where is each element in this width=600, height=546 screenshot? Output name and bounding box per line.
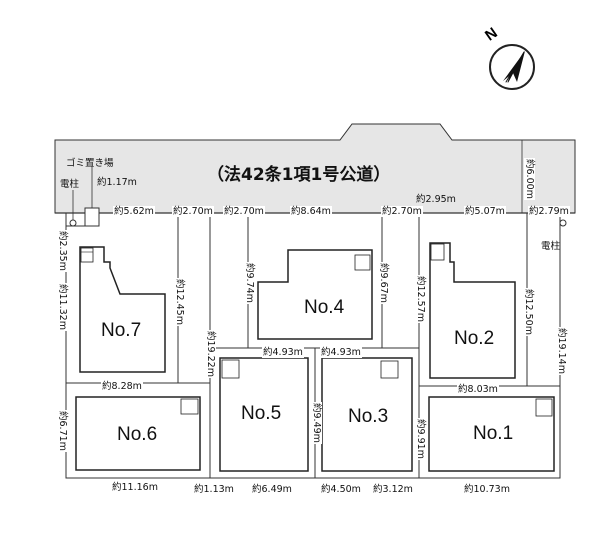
lot-5-name: No.5 xyxy=(241,403,282,424)
no4-bottom-right-dim: 約4.93m xyxy=(320,347,362,358)
front-dim-6: 約2.95m xyxy=(416,194,456,205)
road-label: （法42条1項1号公道） xyxy=(207,165,391,185)
no2-left-dim: 約12.57m xyxy=(415,275,426,323)
mid-vertical-dim: 約9.49m xyxy=(311,402,322,444)
lot-1-stair xyxy=(535,398,553,417)
no4-right-dim: 約9.67m xyxy=(378,262,389,304)
lot-6-stair xyxy=(180,398,199,415)
lot-6-building xyxy=(75,396,201,471)
no1-left-dim: 約9.91m xyxy=(415,418,426,460)
lot-1-building xyxy=(428,396,555,472)
front-dim-1: 約5.62m xyxy=(113,206,155,217)
pole-right-marker xyxy=(559,219,567,227)
no2-right-dim: 約12.50m xyxy=(523,288,534,336)
lot-6-name: No.6 xyxy=(117,424,158,445)
left-mid-dim: 約11.32m xyxy=(57,283,68,331)
bottom-dim-no6: 約11.16m xyxy=(112,482,158,493)
no7-right-dim: 約12.45m xyxy=(174,278,185,326)
left-top-dim: 約2.35m xyxy=(57,230,68,272)
passage-left-dim: 約19.22m xyxy=(205,330,216,378)
bottom-dim-no3a: 約4.50m xyxy=(321,484,361,495)
no7-bottom-dim: 約8.28m xyxy=(101,381,143,392)
lot-5-stair xyxy=(221,359,240,379)
lot-3-stair xyxy=(380,360,399,379)
garbage-area xyxy=(84,207,100,227)
bottom-dim-passage: 約1.13m xyxy=(194,484,234,495)
pole-left-marker xyxy=(69,219,77,227)
bottom-dim-no5: 約6.49m xyxy=(252,484,292,495)
left-bot-dim: 約6.71m xyxy=(57,410,68,452)
pole-left-label: 電柱 xyxy=(60,179,80,190)
lot-1-name: No.1 xyxy=(473,423,514,444)
pole-right-label: 電柱 xyxy=(541,241,561,252)
bottom-dim-no3b: 約3.12m xyxy=(373,484,413,495)
front-dim-2: 約2.70m xyxy=(172,206,214,217)
lot-2-stair xyxy=(430,243,445,261)
lot-2-name: No.2 xyxy=(454,328,495,349)
lot-4-stair xyxy=(354,254,371,271)
lot-4-building xyxy=(257,249,373,340)
bottom-dim-no1: 約10.73m xyxy=(464,484,510,495)
garbage-label: ゴミ置き場 xyxy=(66,158,114,169)
no4-bottom-left-dim: 約4.93m xyxy=(262,347,304,358)
no4-left-dim: 約9.74m xyxy=(244,262,255,304)
front-dim-3: 約2.70m xyxy=(223,206,265,217)
road-width-dim: 約6.00m xyxy=(524,158,535,200)
compass-circle xyxy=(489,44,535,90)
compass-arrow-head xyxy=(503,51,525,82)
lot-3-name: No.3 xyxy=(348,406,389,427)
garbage-width-dim: 約1.17m xyxy=(97,177,137,188)
lot-2-building xyxy=(429,242,516,379)
no2-bottom-dim: 約8.03m xyxy=(457,384,499,395)
right-long-dim: 約19.14m xyxy=(556,327,567,375)
lot-7-name: No.7 xyxy=(101,320,142,341)
front-dim-7: 約5.07m xyxy=(464,206,506,217)
front-dim-4: 約8.64m xyxy=(290,206,332,217)
front-dim-8: 約2.79m xyxy=(528,206,570,217)
front-dim-5: 約2.70m xyxy=(381,206,423,217)
lot-4-name: No.4 xyxy=(304,297,345,318)
lot-7-stair xyxy=(80,247,94,263)
lot-7-building xyxy=(79,246,166,373)
